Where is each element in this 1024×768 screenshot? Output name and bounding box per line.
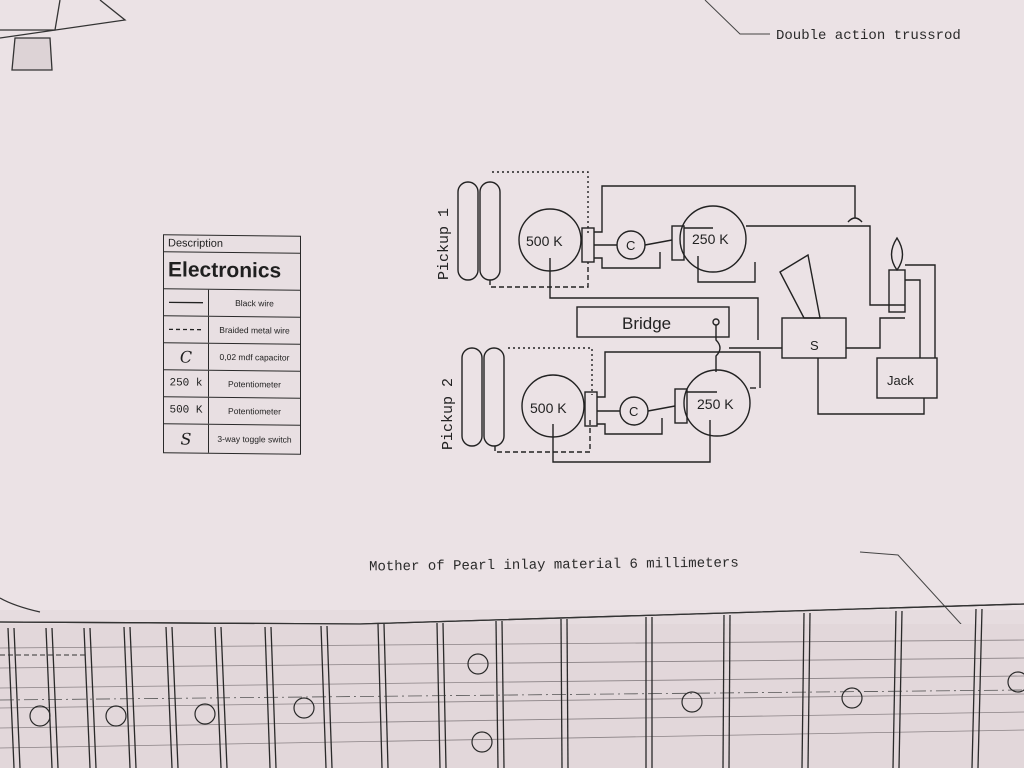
pickup-2 [461,347,505,447]
bridge-label: Bridge [622,314,671,333]
legend-symbol: 500 K [164,397,209,424]
legend-symbol: C [164,343,209,370]
solid-line-symbol [169,301,203,304]
bridge-box [576,306,730,338]
inlay-dot [29,705,51,727]
legend-label: 3-way toggle switch [217,433,292,445]
pot-250k-1 [679,205,747,273]
jack-box [876,357,938,399]
inlay-dot [681,691,703,713]
legend-label: Braided metal wire [219,324,290,336]
capacitor-1-label: C [626,238,635,253]
legend-label: Black wire [235,297,274,308]
legend-label: 0,02 mdf capacitor [219,351,290,363]
pot-500k-2-label: 500 K [530,400,567,416]
trussrod-leader [704,0,770,35]
legend-label: Potentiometer [228,405,281,417]
legend-row: Braided metal wire [164,316,300,345]
pot-250k-1-label: 250 K [692,231,729,247]
inlay-dot [293,697,315,719]
legend-row: S 3-way toggle switch [164,424,300,453]
inlay-dot [194,703,216,725]
pickup-2-label: Pickup 2 [440,378,457,450]
toggle-switch [781,317,847,359]
legend-label: Potentiometer [228,378,281,390]
inlay-dot [105,705,127,727]
pickup-1-label: Pickup 1 [436,208,453,280]
inlay-dot [841,687,863,709]
trussrod-label: Double action trussrod [776,28,961,44]
legend-symbol: S [164,424,209,453]
headstock-drawing [0,0,127,71]
wiring-schematic [457,171,938,463]
legend-header: Description [164,235,300,254]
pot-500k-1-label: 500 K [526,233,563,249]
inlay-dot [471,731,493,753]
inlay-dot [467,653,489,675]
jack-label: Jack [887,373,914,388]
legend-symbol: 250 k [164,370,209,397]
fretboard-drawing [0,603,1024,768]
legend-row: 250 k Potentiometer [164,370,300,399]
legend-row: Black wire [164,289,300,318]
electronics-legend: Description Electronics Black wire Braid… [163,234,301,455]
legend-title: Electronics [164,252,300,291]
legend-row: 500 K Potentiometer [164,397,300,426]
pot-250k-2-label: 250 K [697,396,734,412]
dashed-line-symbol [169,328,203,331]
switch-label: S [810,338,819,353]
inlay-dot [1007,671,1024,693]
inlay-label: Mother of Pearl inlay material 6 millime… [369,556,739,576]
legend-row: C 0,02 mdf capacitor [164,343,300,372]
capacitor-2-label: C [629,404,638,419]
pot-250k-2 [683,369,751,437]
